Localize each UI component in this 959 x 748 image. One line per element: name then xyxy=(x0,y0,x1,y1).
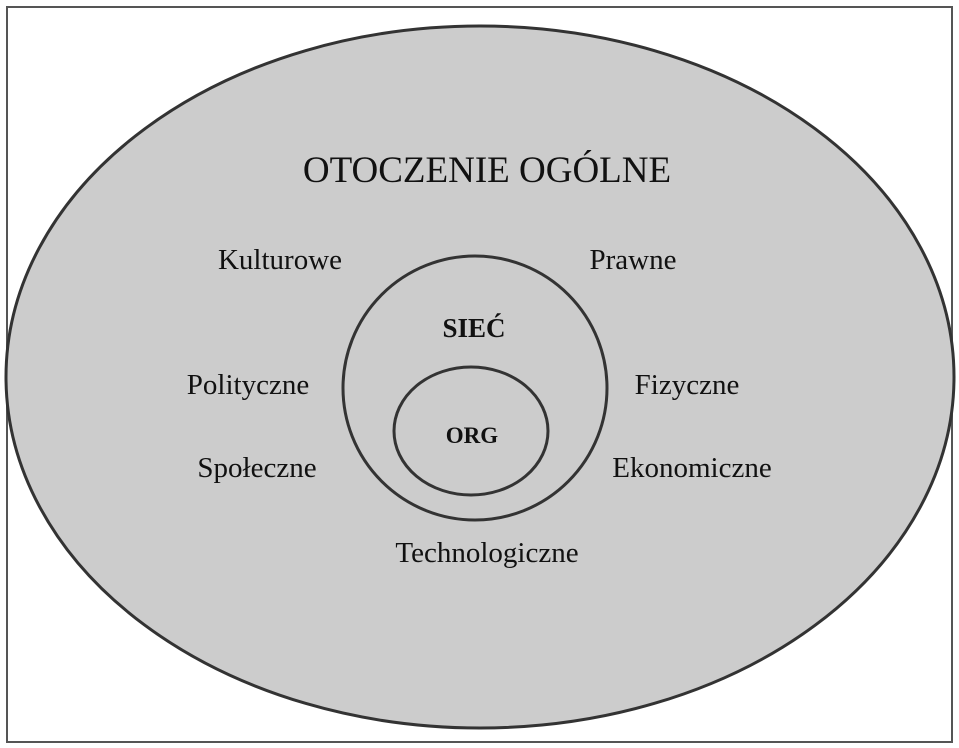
factor-ekonomiczne: Ekonomiczne xyxy=(612,452,771,484)
general-environment-ellipse xyxy=(4,24,956,730)
general-environment-title: OTOCZENIE OGÓLNE xyxy=(303,149,671,191)
factor-technologiczne: Technologiczne xyxy=(395,537,578,569)
organization-ellipse xyxy=(392,365,550,497)
factor-spoleczne: Społeczne xyxy=(197,452,316,484)
network-circle xyxy=(341,254,609,522)
network-label: SIEĆ xyxy=(442,313,505,343)
organization-label: ORG xyxy=(446,423,499,448)
factor-fizyczne: Fizyczne xyxy=(635,369,740,401)
factor-polityczne: Polityczne xyxy=(187,369,309,401)
factor-kulturowe: Kulturowe xyxy=(218,244,342,276)
factor-prawne: Prawne xyxy=(590,244,677,276)
